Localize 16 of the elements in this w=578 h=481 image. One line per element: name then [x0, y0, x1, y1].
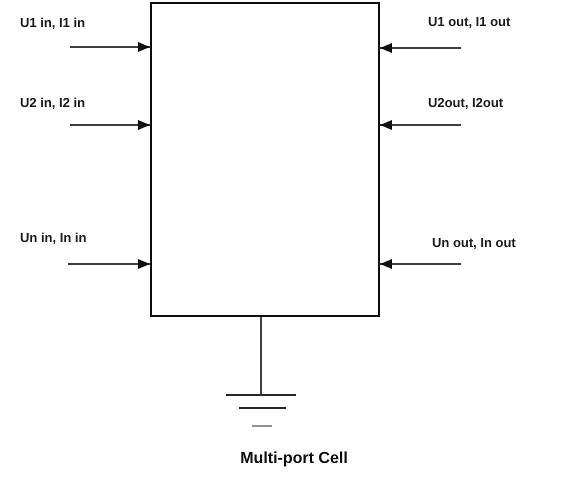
arrow: [380, 259, 461, 269]
edge-label: Un in, In in: [20, 230, 86, 245]
ground-symbol: [225, 394, 297, 428]
caption: Multi-port Cell: [240, 449, 348, 468]
block-rectangle: [150, 2, 380, 317]
edge-label: U1 in, I1 in: [20, 15, 86, 30]
arrow: [68, 259, 150, 269]
connector-line: [260, 317, 262, 394]
arrow: [380, 43, 461, 53]
edge-label: Un out, In out: [432, 235, 516, 250]
arrow: [70, 42, 150, 52]
arrow: [380, 120, 461, 130]
edge-label: U1 out, I1 out: [428, 14, 510, 29]
edge-label: U2out, I2out: [428, 95, 504, 110]
arrow: [70, 120, 150, 130]
edge-label: U2 in, I2 in: [20, 95, 86, 110]
